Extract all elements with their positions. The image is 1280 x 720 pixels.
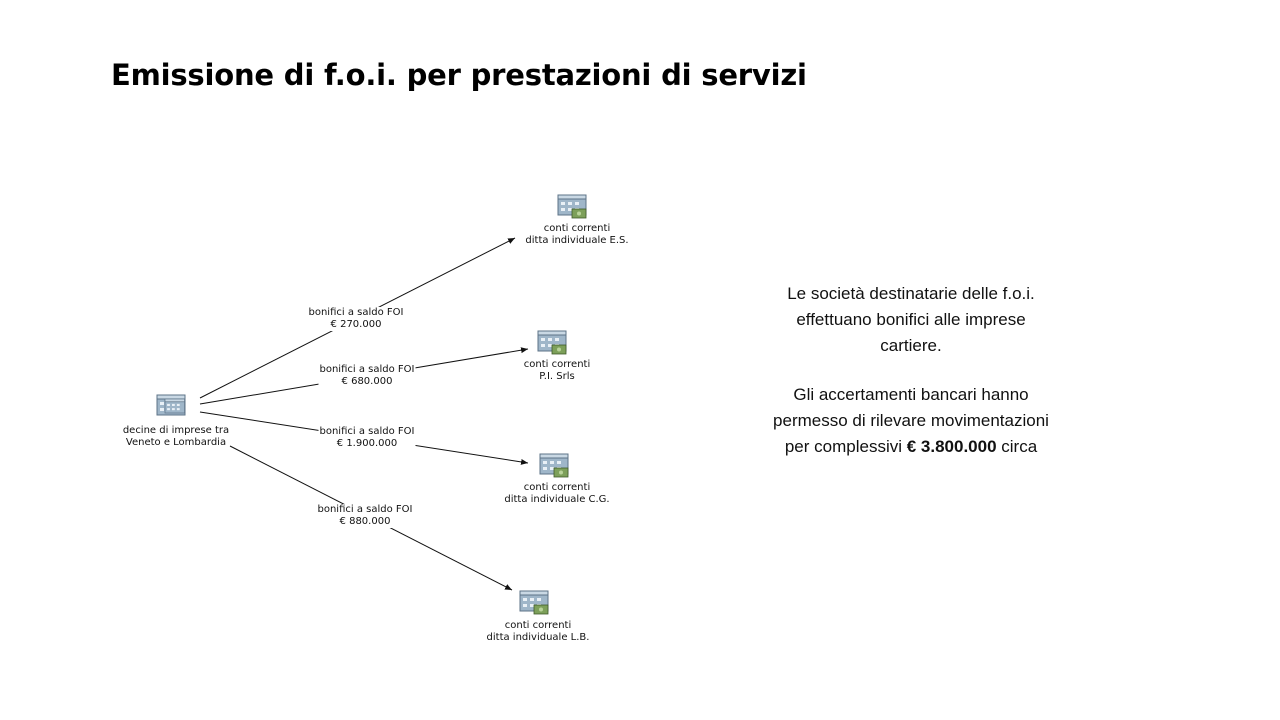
edge-label-text: bonifici a saldo FOI [319, 426, 415, 437]
side-paragraph-1: Le società destinatarie delle f.o.i. eff… [740, 281, 1082, 359]
target-node-cg: conti correnti ditta individuale C.G. [504, 482, 609, 506]
source-line2: Veneto e Lombardia [125, 437, 227, 448]
target-line2: P.I. Srls [539, 371, 575, 382]
side-line-total: per complessivi € 3.800.000 circa [740, 434, 1082, 460]
bank-money-icon [537, 330, 567, 355]
target-node-es: conti correnti ditta individuale E.S. [525, 223, 628, 247]
target-line2: ditta individuale C.G. [504, 494, 610, 505]
bank-money-icon [539, 453, 569, 478]
side-line: Le società destinatarie delle f.o.i. [787, 284, 1035, 303]
edge-label-cg: bonifici a saldo FOI € 1.900.000 [318, 426, 416, 450]
side-line: permesso di rilevare movimentazioni [773, 411, 1049, 430]
edge-label-amount: € 680.000 [341, 376, 393, 387]
target-line1: conti correnti [543, 223, 611, 234]
target-line1: conti correnti [523, 359, 591, 370]
edge-label-amount: € 1.900.000 [336, 438, 398, 449]
source-line1: decine di imprese tra [122, 425, 230, 436]
edge-label-amount: € 880.000 [339, 516, 391, 527]
target-node-lb: conti correnti ditta individuale L.B. [487, 620, 590, 644]
edge-label-pi: bonifici a saldo FOI € 680.000 [318, 364, 416, 388]
edge-label-text: bonifici a saldo FOI [319, 364, 415, 375]
bank-money-icon [557, 194, 587, 219]
edge-label-amount: € 270.000 [330, 319, 382, 330]
total-prefix: per complessivi [784, 437, 907, 456]
target-line2: ditta individuale E.S. [525, 235, 629, 246]
side-line: cartiere. [880, 336, 942, 355]
edge-label-lb: bonifici a saldo FOI € 880.000 [316, 504, 414, 528]
bank-building-icon [156, 394, 186, 416]
side-line: Gli accertamenti bancari hanno [793, 385, 1029, 404]
side-line: effettuano bonifici alle imprese [796, 310, 1026, 329]
target-line2: ditta individuale L.B. [486, 632, 590, 643]
target-node-pi: conti correnti P.I. Srls [524, 359, 590, 383]
source-node-label: decine di imprese tra Veneto e Lombardia [123, 425, 229, 449]
side-paragraph-2: Gli accertamenti bancari hanno permesso … [740, 382, 1082, 460]
edge-label-text: bonifici a saldo FOI [308, 307, 404, 318]
total-suffix: circa [996, 437, 1038, 456]
target-line1: conti correnti [504, 620, 572, 631]
total-amount: € 3.800.000 [906, 437, 997, 456]
bank-money-icon [519, 590, 549, 615]
slide-title: Emissione di f.o.i. per prestazioni di s… [111, 58, 807, 92]
edge-label-es: bonifici a saldo FOI € 270.000 [307, 307, 405, 331]
edge-label-text: bonifici a saldo FOI [317, 504, 413, 515]
target-line1: conti correnti [523, 482, 591, 493]
